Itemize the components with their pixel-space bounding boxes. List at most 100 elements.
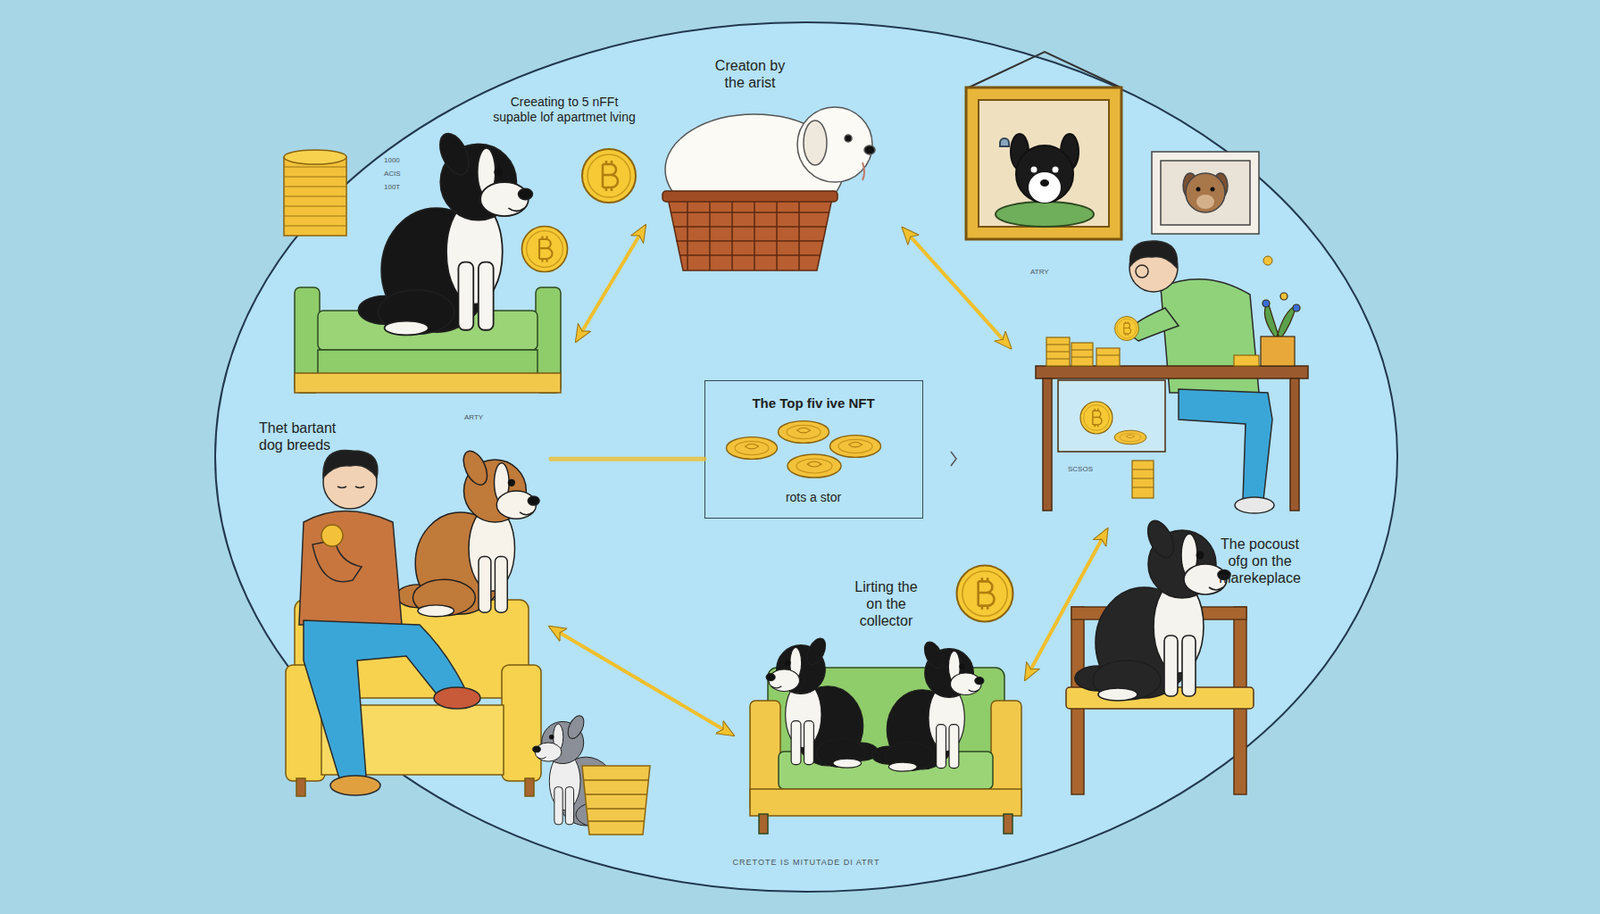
wicker-basket xyxy=(667,198,833,271)
lightbulb xyxy=(1263,256,1273,266)
desk-person xyxy=(1135,265,1149,278)
potted-plant xyxy=(1262,300,1270,308)
small-label: 100T xyxy=(383,183,400,192)
small-label: ACIS xyxy=(383,170,401,179)
gold-frame xyxy=(1052,166,1059,174)
seated-person xyxy=(323,450,378,478)
coin-stacks xyxy=(1071,342,1093,367)
coin-stacks xyxy=(1096,348,1120,367)
photo-frame xyxy=(1160,160,1250,225)
stage-node: Lirting the on the collector xyxy=(732,571,1026,840)
potted-plant xyxy=(1292,304,1300,312)
seated-person xyxy=(321,525,343,547)
info-box: The Top fiv ive NFT rots a stor xyxy=(704,380,924,519)
small-label: 1000 xyxy=(383,157,400,166)
stage-title: The pocoust ofg on the marekeplace xyxy=(1210,535,1309,588)
small-label: SCSOS xyxy=(1067,466,1093,475)
coin-stack xyxy=(283,157,347,236)
potted-plant xyxy=(1264,301,1297,340)
desk-person xyxy=(1130,241,1178,268)
white-puppy xyxy=(844,134,852,142)
stage-note: rots a stor xyxy=(705,490,922,506)
yellow-armchair xyxy=(296,778,306,797)
seated-person xyxy=(433,687,481,709)
photo-frame xyxy=(1151,151,1259,234)
coin-stacks xyxy=(1132,460,1154,499)
photo-frame xyxy=(1185,173,1225,213)
wooden-desk xyxy=(1042,378,1052,511)
photo-frame xyxy=(1151,151,1259,234)
puppy-dog xyxy=(766,635,878,768)
cycle-ellipse xyxy=(215,22,1398,892)
green-couch xyxy=(294,373,561,393)
desk-person xyxy=(1178,389,1273,500)
stage-node: Thet bartant dog breeds xyxy=(258,410,551,795)
gold-coin xyxy=(726,437,778,460)
green-couch xyxy=(750,789,1022,817)
photo-frame xyxy=(1210,187,1216,192)
gold-frame xyxy=(1040,179,1050,187)
bitcoin-coin xyxy=(522,226,568,273)
coin-stacks xyxy=(1046,344,1154,488)
seated-person xyxy=(299,450,481,796)
wicker-basket xyxy=(662,191,838,271)
akita-dog xyxy=(1075,516,1231,701)
wooden-desk xyxy=(1058,380,1166,452)
gold-coin xyxy=(830,435,882,459)
white-puppy xyxy=(797,107,873,183)
gold-frame xyxy=(978,100,1109,227)
gold-frame xyxy=(1016,145,1074,203)
gold-frame xyxy=(1000,138,1009,147)
photo-frame xyxy=(1196,194,1215,209)
gold-coin xyxy=(1114,430,1147,445)
stage-title: Creeating to 5 nFFt supable lof apartmet… xyxy=(490,94,639,125)
coin-stack xyxy=(283,150,347,236)
yellow-armchair xyxy=(285,600,542,797)
photo-frame xyxy=(1196,187,1201,192)
bitcoin-coin xyxy=(1115,316,1140,342)
cycle-arrow xyxy=(1025,530,1107,679)
desk-person xyxy=(1234,497,1275,514)
wooden-desk xyxy=(1290,378,1300,511)
gold-frame xyxy=(1031,166,1038,174)
gold-coin xyxy=(778,421,830,444)
coin-stack xyxy=(283,150,347,165)
stage-title: Creaton by the arist xyxy=(709,57,791,92)
seated-person xyxy=(312,540,362,583)
small-label: ARTY xyxy=(464,414,484,423)
stage-title: Lirting the on the collector xyxy=(848,578,925,631)
yellow-basket xyxy=(582,766,650,835)
wicker-basket xyxy=(670,198,830,271)
footer-note: CRETOTE IS MITUTADE DI ATRT xyxy=(733,858,881,868)
bitcoin-coin xyxy=(1080,401,1113,434)
gold-frame xyxy=(1028,172,1061,203)
yellow-basket xyxy=(582,766,650,835)
gold-frame xyxy=(995,201,1094,227)
border-collie xyxy=(358,129,533,336)
green-couch xyxy=(317,350,538,375)
wooden-desk xyxy=(1035,366,1309,511)
wooden-desk xyxy=(1035,366,1309,379)
stage-title: The Top fiv ive NFT xyxy=(705,395,922,412)
yellow-armchair xyxy=(525,778,534,797)
brown-dog xyxy=(396,447,540,617)
green-couch xyxy=(1003,814,1013,834)
connector-line xyxy=(550,457,705,462)
gold-frame xyxy=(966,87,1122,240)
stage-title: ATRY xyxy=(1030,267,1084,277)
chevron xyxy=(950,451,957,467)
yellow-armchair xyxy=(501,665,542,782)
gold-coin xyxy=(787,454,842,478)
green-couch xyxy=(758,814,768,834)
cycle-arrow xyxy=(903,228,1010,347)
coin-stacks xyxy=(1233,355,1259,367)
stage-node: The pocoust ofg on the marekeplace xyxy=(1053,532,1313,800)
stage-title: Thet bartant dog breeds xyxy=(258,419,358,454)
stage-node: Creaton by the arist xyxy=(644,51,904,268)
gold-frame xyxy=(968,51,1121,88)
potted-plant xyxy=(1260,292,1300,367)
